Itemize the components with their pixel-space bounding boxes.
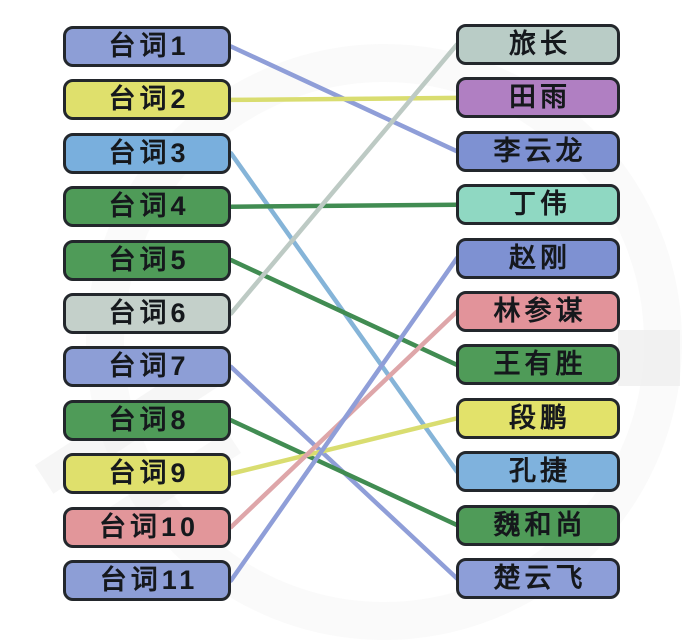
right-item-9[interactable]: 孔捷 xyxy=(456,451,620,493)
connection-line-8-10 xyxy=(228,418,460,528)
right-item-6[interactable]: 林参谋 xyxy=(456,291,620,332)
right-item-label: 旅长 xyxy=(509,29,571,59)
left-item-label: 台词8 xyxy=(108,404,190,435)
connection-line-6-1 xyxy=(228,42,460,316)
left-item-label: 台词6 xyxy=(108,298,190,328)
right-item-label: 林参谋 xyxy=(493,296,587,326)
right-item-label: 李云龙 xyxy=(493,135,587,166)
left-item-9[interactable]: 台词9 xyxy=(63,453,231,495)
left-item-label: 台词7 xyxy=(108,351,190,382)
left-item-label: 台词9 xyxy=(108,458,190,489)
right-item-8[interactable]: 段鹏 xyxy=(456,397,620,439)
left-item-label: 台词10 xyxy=(98,511,200,542)
right-item-label: 丁伟 xyxy=(509,189,571,220)
right-item-11[interactable]: 楚云飞 xyxy=(456,558,620,599)
left-item-5[interactable]: 台词5 xyxy=(63,239,231,281)
right-item-label: 王有胜 xyxy=(493,349,587,380)
right-item-label: 田雨 xyxy=(509,82,571,113)
right-item-1[interactable]: 旅长 xyxy=(456,24,620,65)
left-item-label: 台词1 xyxy=(108,31,190,61)
right-item-2[interactable]: 田雨 xyxy=(456,77,620,119)
right-item-label: 孔捷 xyxy=(509,456,571,487)
left-item-10[interactable]: 台词10 xyxy=(63,506,231,548)
left-item-label: 台词11 xyxy=(99,565,199,595)
right-item-10[interactable]: 魏和尚 xyxy=(456,504,620,546)
left-item-6[interactable]: 台词6 xyxy=(63,293,231,334)
connection-line-9-8 xyxy=(228,416,460,476)
left-item-7[interactable]: 台词7 xyxy=(63,346,231,388)
connection-line-2-2 xyxy=(228,95,460,103)
right-item-label: 赵刚 xyxy=(509,242,571,273)
connection-line-11-5 xyxy=(228,255,460,583)
left-item-label: 台词2 xyxy=(108,84,190,115)
left-item-3[interactable]: 台词3 xyxy=(63,132,231,174)
connection-line-4-4 xyxy=(228,202,460,209)
right-item-3[interactable]: 李云龙 xyxy=(456,130,620,172)
left-item-2[interactable]: 台词2 xyxy=(63,79,231,121)
right-item-label: 楚云飞 xyxy=(493,563,587,593)
right-item-4[interactable]: 丁伟 xyxy=(456,184,620,226)
right-item-7[interactable]: 王有胜 xyxy=(456,344,620,386)
right-item-5[interactable]: 赵刚 xyxy=(456,237,620,279)
left-item-11[interactable]: 台词11 xyxy=(63,560,231,601)
right-item-label: 段鹏 xyxy=(509,402,571,433)
left-item-label: 台词3 xyxy=(108,137,190,168)
left-item-1[interactable]: 台词1 xyxy=(63,26,231,67)
left-item-label: 台词5 xyxy=(108,244,190,275)
right-item-label: 魏和尚 xyxy=(493,509,587,540)
left-item-label: 台词4 xyxy=(108,191,190,222)
left-item-4[interactable]: 台词4 xyxy=(63,186,231,228)
left-item-8[interactable]: 台词8 xyxy=(63,399,231,441)
